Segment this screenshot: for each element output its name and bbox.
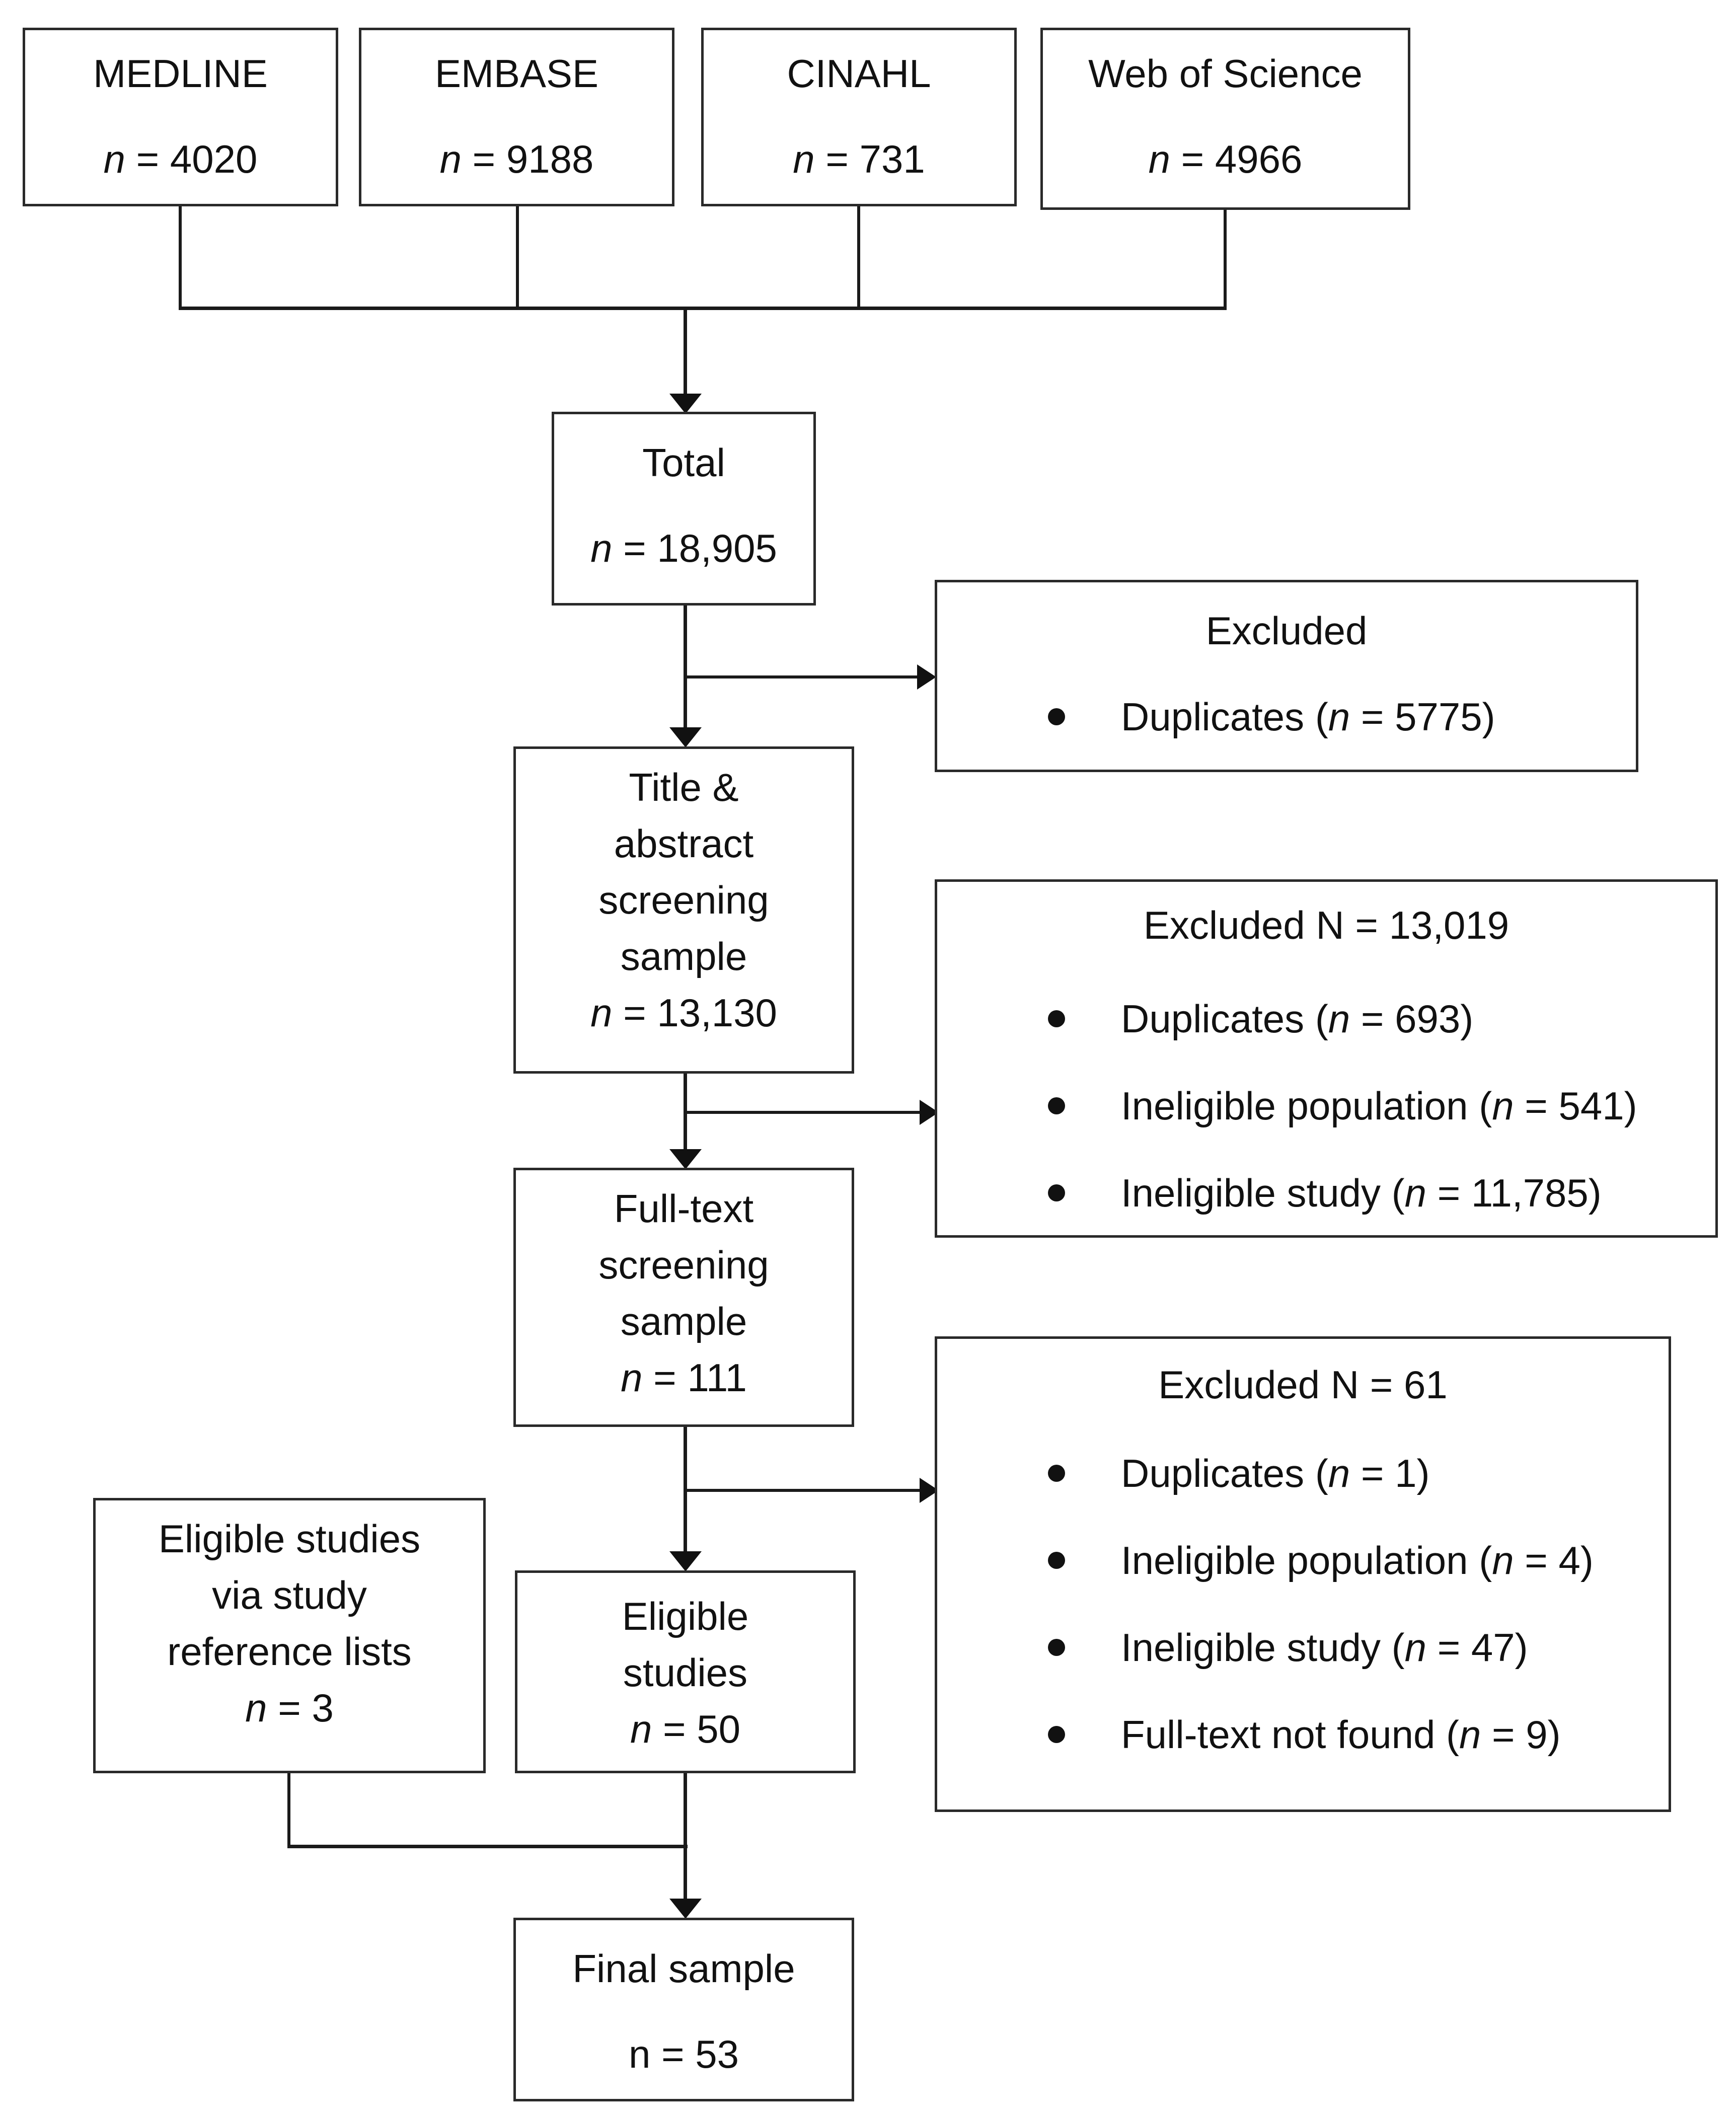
source-count: n = 731 (793, 137, 925, 181)
source-name: MEDLINE (93, 51, 268, 96)
excluded-duplicates-box: Excluded Duplicates (n = 5775) (935, 580, 1638, 772)
excluded-item: Ineligible study (n = 11,785) (1121, 1171, 1602, 1215)
source-count: n = 4966 (1148, 137, 1303, 181)
excluded-fulltext-box: Excluded N = 61 Duplicates (n = 1) Ineli… (935, 1336, 1671, 1812)
source-name: EMBASE (434, 51, 599, 96)
fulltext-count: n = 111 (621, 1355, 747, 1400)
arrowhead-down (669, 727, 702, 747)
connector (684, 1772, 687, 1904)
source-name: CINAHL (787, 51, 931, 96)
connector (684, 1071, 687, 1154)
bullet-icon (1048, 1010, 1065, 1027)
bullet-icon (1048, 1639, 1065, 1656)
arrowhead-right (920, 1478, 939, 1503)
arrowhead-down (669, 1899, 702, 1919)
connector (1224, 209, 1227, 310)
connector (684, 308, 687, 399)
excluded-screening-box: Excluded N = 13,019 Duplicates (n = 693)… (935, 879, 1718, 1238)
bullet-icon (1048, 1097, 1065, 1114)
connector (684, 1425, 687, 1556)
source-box-embase: EMBASE n = 9188 (359, 28, 674, 206)
arrowhead-down (669, 1149, 702, 1169)
screening-count: n = 13,130 (590, 991, 777, 1035)
eligible-studies-box: Eligible studies n = 50 (515, 1570, 856, 1773)
excluded-item: Duplicates (n = 5775) (1121, 695, 1495, 739)
connector (179, 307, 1227, 310)
total-count: n = 18,905 (590, 526, 777, 570)
total-title: Total (642, 440, 725, 485)
bullet-icon (1048, 1184, 1065, 1201)
bullet-icon (1048, 1552, 1065, 1569)
excluded-item: Ineligible population (n = 541) (1121, 1084, 1637, 1128)
excluded-item: Ineligible study (n = 47) (1121, 1625, 1528, 1670)
eligible-label: Eligible studies n = 50 (517, 1588, 853, 1757)
screening-label: Title & abstract screening sample n = 13… (516, 759, 852, 1041)
final-count: n = 53 (628, 2032, 739, 2076)
arrowhead-right (917, 664, 936, 690)
connector (684, 604, 687, 732)
source-count: n = 4020 (103, 137, 258, 181)
total-box: Total n = 18,905 (552, 412, 816, 606)
connector (179, 206, 182, 310)
excluded-item: Ineligible population (n = 4) (1121, 1538, 1594, 1582)
final-sample-box: Final sample n = 53 (513, 1918, 854, 2101)
source-box-web-of-science: Web of Science n = 4966 (1040, 28, 1410, 210)
source-box-cinahl: CINAHL n = 731 (701, 28, 1017, 206)
excluded-item: Full-text not found (n = 9) (1121, 1712, 1561, 1757)
arrowhead-down (669, 1551, 702, 1571)
connector (857, 206, 860, 310)
excluded-title: Excluded N = 13,019 (1143, 903, 1509, 947)
excluded-item: Duplicates (n = 1) (1121, 1451, 1430, 1495)
reference-lists-count: n = 3 (245, 1686, 334, 1730)
connector (686, 1111, 927, 1114)
final-title: Final sample (572, 1946, 795, 1991)
arrowhead-down (669, 394, 702, 414)
eligible-count: n = 50 (630, 1707, 741, 1751)
source-name: Web of Science (1088, 51, 1363, 96)
reference-lists-box: Eligible studies via study reference lis… (93, 1498, 486, 1773)
bullet-icon (1048, 708, 1065, 725)
excluded-item: Duplicates (n = 693) (1121, 997, 1474, 1041)
title-abstract-screening-box: Title & abstract screening sample n = 13… (513, 746, 854, 1074)
source-count: n = 9188 (439, 137, 594, 181)
full-text-screening-box: Full-text screening sample n = 111 (513, 1168, 854, 1427)
reference-lists-label: Eligible studies via study reference lis… (96, 1511, 483, 1736)
fulltext-label: Full-text screening sample n = 111 (516, 1180, 852, 1406)
connector (686, 675, 925, 678)
source-box-medline: MEDLINE n = 4020 (23, 28, 338, 206)
excluded-title: Excluded (1205, 609, 1368, 653)
connector (287, 1772, 290, 1848)
connector (287, 1845, 688, 1848)
bullet-icon (1048, 1465, 1065, 1482)
arrowhead-right (920, 1100, 939, 1125)
connector (516, 206, 519, 310)
connector (686, 1489, 927, 1492)
excluded-title: Excluded N = 61 (1158, 1363, 1448, 1407)
bullet-icon (1048, 1726, 1065, 1743)
